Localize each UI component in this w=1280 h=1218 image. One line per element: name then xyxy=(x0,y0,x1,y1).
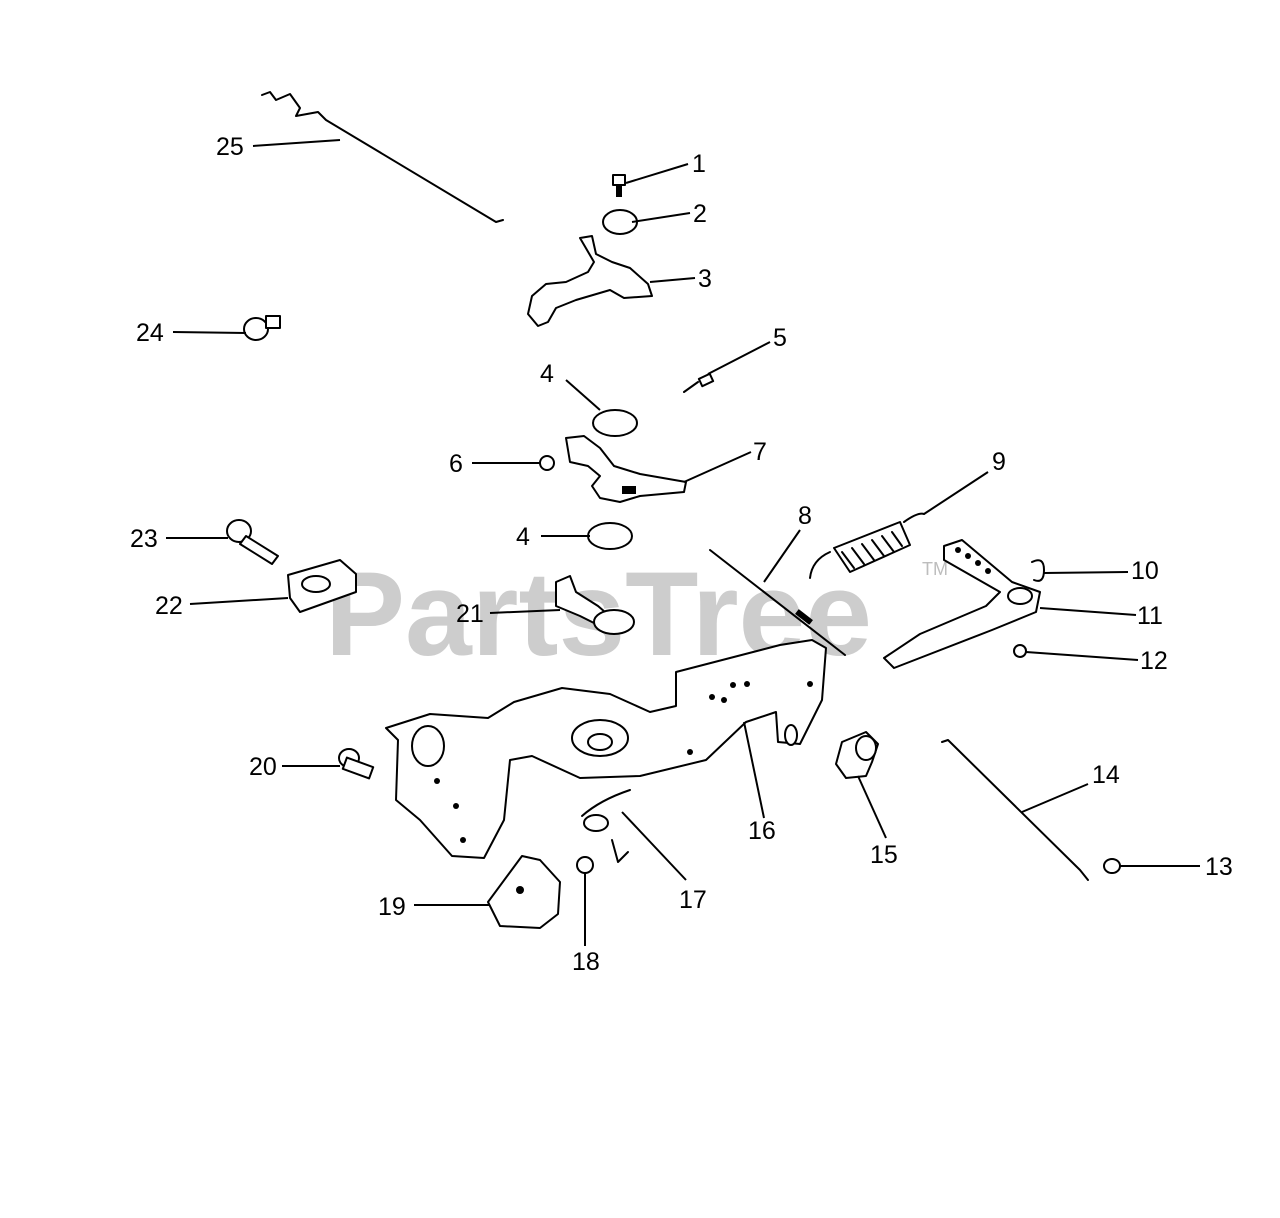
part-17-spring xyxy=(581,789,631,863)
callout-1: 1 xyxy=(692,150,706,178)
leader-lines xyxy=(166,139,1200,946)
part-25-rod xyxy=(261,91,504,223)
part-10-clip xyxy=(1031,559,1045,582)
callout-10: 10 xyxy=(1131,557,1159,585)
callout-25: 25 xyxy=(216,133,244,161)
part-4-upper-washer xyxy=(592,409,638,437)
part-3-lever xyxy=(527,235,653,327)
callout-9: 9 xyxy=(992,448,1006,476)
part-14-rod xyxy=(941,739,1089,881)
callout-22: 22 xyxy=(155,592,183,620)
callout-15: 15 xyxy=(870,841,898,869)
part-4-lower-washer xyxy=(587,522,633,550)
callout-2: 2 xyxy=(693,200,707,228)
callout-18: 18 xyxy=(572,948,600,976)
callout-6: 6 xyxy=(449,450,463,478)
part-21-lever xyxy=(555,575,635,635)
callout-11: 11 xyxy=(1137,602,1163,630)
part-7-lever xyxy=(565,435,687,503)
callout-4-lower: 4 xyxy=(516,523,530,551)
part-15-clamp xyxy=(835,731,879,779)
watermark-tm: TM xyxy=(922,559,948,579)
callout-14: 14 xyxy=(1092,761,1120,789)
callout-4-upper: 4 xyxy=(540,360,554,388)
callout-3: 3 xyxy=(698,265,712,293)
callout-5: 5 xyxy=(773,324,787,352)
part-18-nut xyxy=(576,856,594,874)
part-22-bracket xyxy=(287,559,357,613)
part-24-bolt xyxy=(243,315,281,341)
callout-7: 7 xyxy=(753,438,767,466)
part-8-rod xyxy=(709,549,846,656)
part-6-nut xyxy=(539,455,555,471)
callout-19: 19 xyxy=(378,893,406,921)
callout-24: 24 xyxy=(136,319,164,347)
part-13-clip xyxy=(1103,858,1121,874)
part-9-spring xyxy=(809,512,925,579)
part-5-fitting xyxy=(683,372,715,393)
callout-21: 21 xyxy=(456,600,484,628)
part-16-plate xyxy=(385,639,827,859)
callout-8: 8 xyxy=(798,502,812,530)
callout-16: 16 xyxy=(748,817,776,845)
callout-13: 13 xyxy=(1205,853,1233,881)
part-12-nut xyxy=(1013,644,1027,658)
part-19-bracket xyxy=(487,855,561,929)
part-2-washer xyxy=(602,209,638,235)
callout-12: 12 xyxy=(1140,647,1168,675)
part-20-bolt xyxy=(338,748,375,780)
callout-17: 17 xyxy=(679,886,707,914)
callout-numbers: 25 1 2 3 24 5 4 6 7 9 8 10 11 12 4 23 22… xyxy=(130,133,1233,976)
callout-20: 20 xyxy=(249,753,277,781)
part-23-stud xyxy=(226,519,279,565)
callout-23: 23 xyxy=(130,525,158,553)
part-1-screw xyxy=(612,174,626,197)
part-11-lever xyxy=(883,539,1041,669)
